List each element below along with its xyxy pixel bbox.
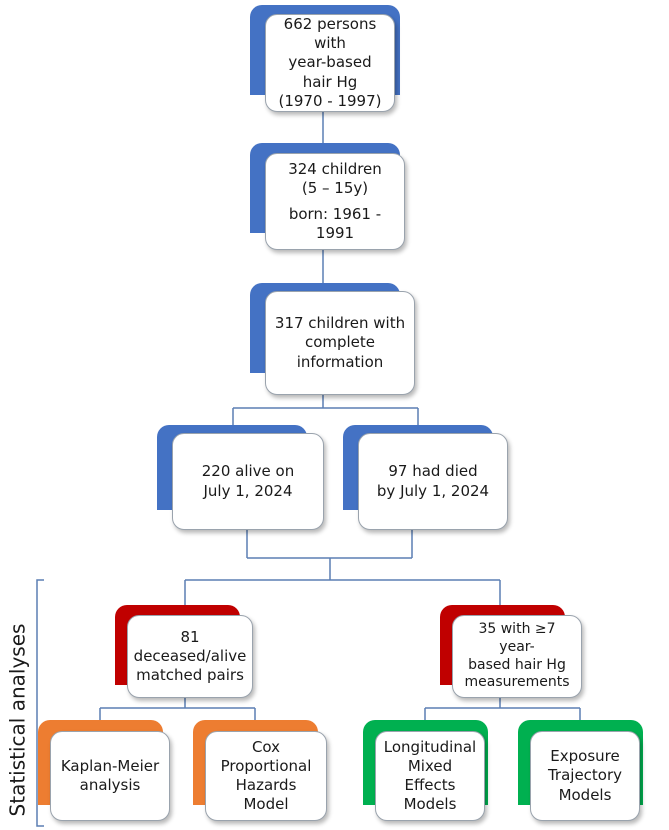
node-longitudinal: Longitudinal Mixed Effects Models — [375, 731, 485, 821]
node-longitudinal-line-3: Models — [403, 795, 457, 814]
node-cox: Cox Proportional Hazards Model — [205, 731, 327, 821]
node-trajectory-line-3: Models — [558, 785, 612, 804]
node-complete-line-2: complete — [304, 333, 376, 352]
node-kaplan-line-1: Kaplan-Meier — [60, 756, 160, 775]
connector-pairs-to-models — [99, 698, 256, 720]
node-cox-line-2: Proportional — [220, 756, 312, 775]
node-children-line-1: 324 children — [288, 160, 382, 179]
node-children: 324 children (5 – 15y) born: 1961 - 1991 — [265, 153, 405, 250]
node-complete-line-1: 317 children with — [274, 314, 406, 333]
node-persons-line-3: (1970 - 1997) — [278, 91, 382, 110]
node-hair-measurements: 35 with ≥7 year- based hair Hg measureme… — [452, 615, 582, 698]
node-matched-pairs: 81 deceased/alive matched pairs — [127, 615, 253, 698]
node-measurements-line-2: based hair Hg — [468, 656, 566, 673]
node-measurements-line-1: 35 with ≥7 year- — [478, 620, 556, 655]
side-label-text: Statistical analyses — [5, 623, 29, 817]
node-children-line-2: (5 – 15y) — [301, 179, 369, 198]
node-died-line-1: 97 had died — [388, 462, 478, 481]
analyses-bracket — [36, 579, 44, 827]
connector-measurements-to-models — [424, 698, 581, 720]
node-alive-line-1: 220 alive on — [201, 462, 295, 481]
node-alive-line-2: July 1, 2024 — [203, 481, 293, 500]
node-died: 97 had died by July 1, 2024 — [358, 433, 508, 530]
node-kaplan-meier: Kaplan-Meier analysis — [50, 731, 170, 821]
node-complete-info: 317 children with complete information — [265, 291, 415, 395]
node-died-line-2: by July 1, 2024 — [376, 481, 490, 500]
node-trajectory-line-1: Exposure — [550, 747, 620, 766]
node-trajectory: Exposure Trajectory Models — [530, 731, 640, 821]
connector-to-analyses — [184, 579, 501, 605]
node-cox-line-3: Hazards Model — [235, 776, 297, 814]
node-cox-line-1: Cox — [251, 737, 281, 756]
node-pairs-line-3: matched pairs — [136, 666, 244, 685]
node-children-line-3: born: 1961 - 1991 — [288, 204, 382, 242]
node-persons-line-2: year-based hair Hg — [288, 53, 372, 91]
statistical-analyses-label: Statistical analyses — [2, 620, 32, 820]
node-persons-line-1: 662 persons with — [283, 15, 377, 53]
connector-complete-to-split — [232, 395, 419, 425]
node-trajectory-line-2: Trajectory — [547, 766, 623, 785]
node-alive: 220 alive on July 1, 2024 — [172, 433, 324, 530]
node-persons-hair-hg: 662 persons with year-based hair Hg (197… — [265, 14, 395, 112]
node-longitudinal-line-2: Mixed Effects — [404, 756, 456, 794]
node-measurements-line-3: measurements — [464, 674, 570, 691]
node-complete-line-3: information — [296, 352, 384, 371]
node-longitudinal-line-1: Longitudinal — [383, 737, 477, 756]
node-pairs-line-2: deceased/alive — [133, 646, 247, 665]
connector-split-merge — [246, 530, 413, 580]
node-kaplan-line-2: analysis — [79, 776, 141, 794]
node-pairs-line-1: 81 — [180, 627, 200, 646]
